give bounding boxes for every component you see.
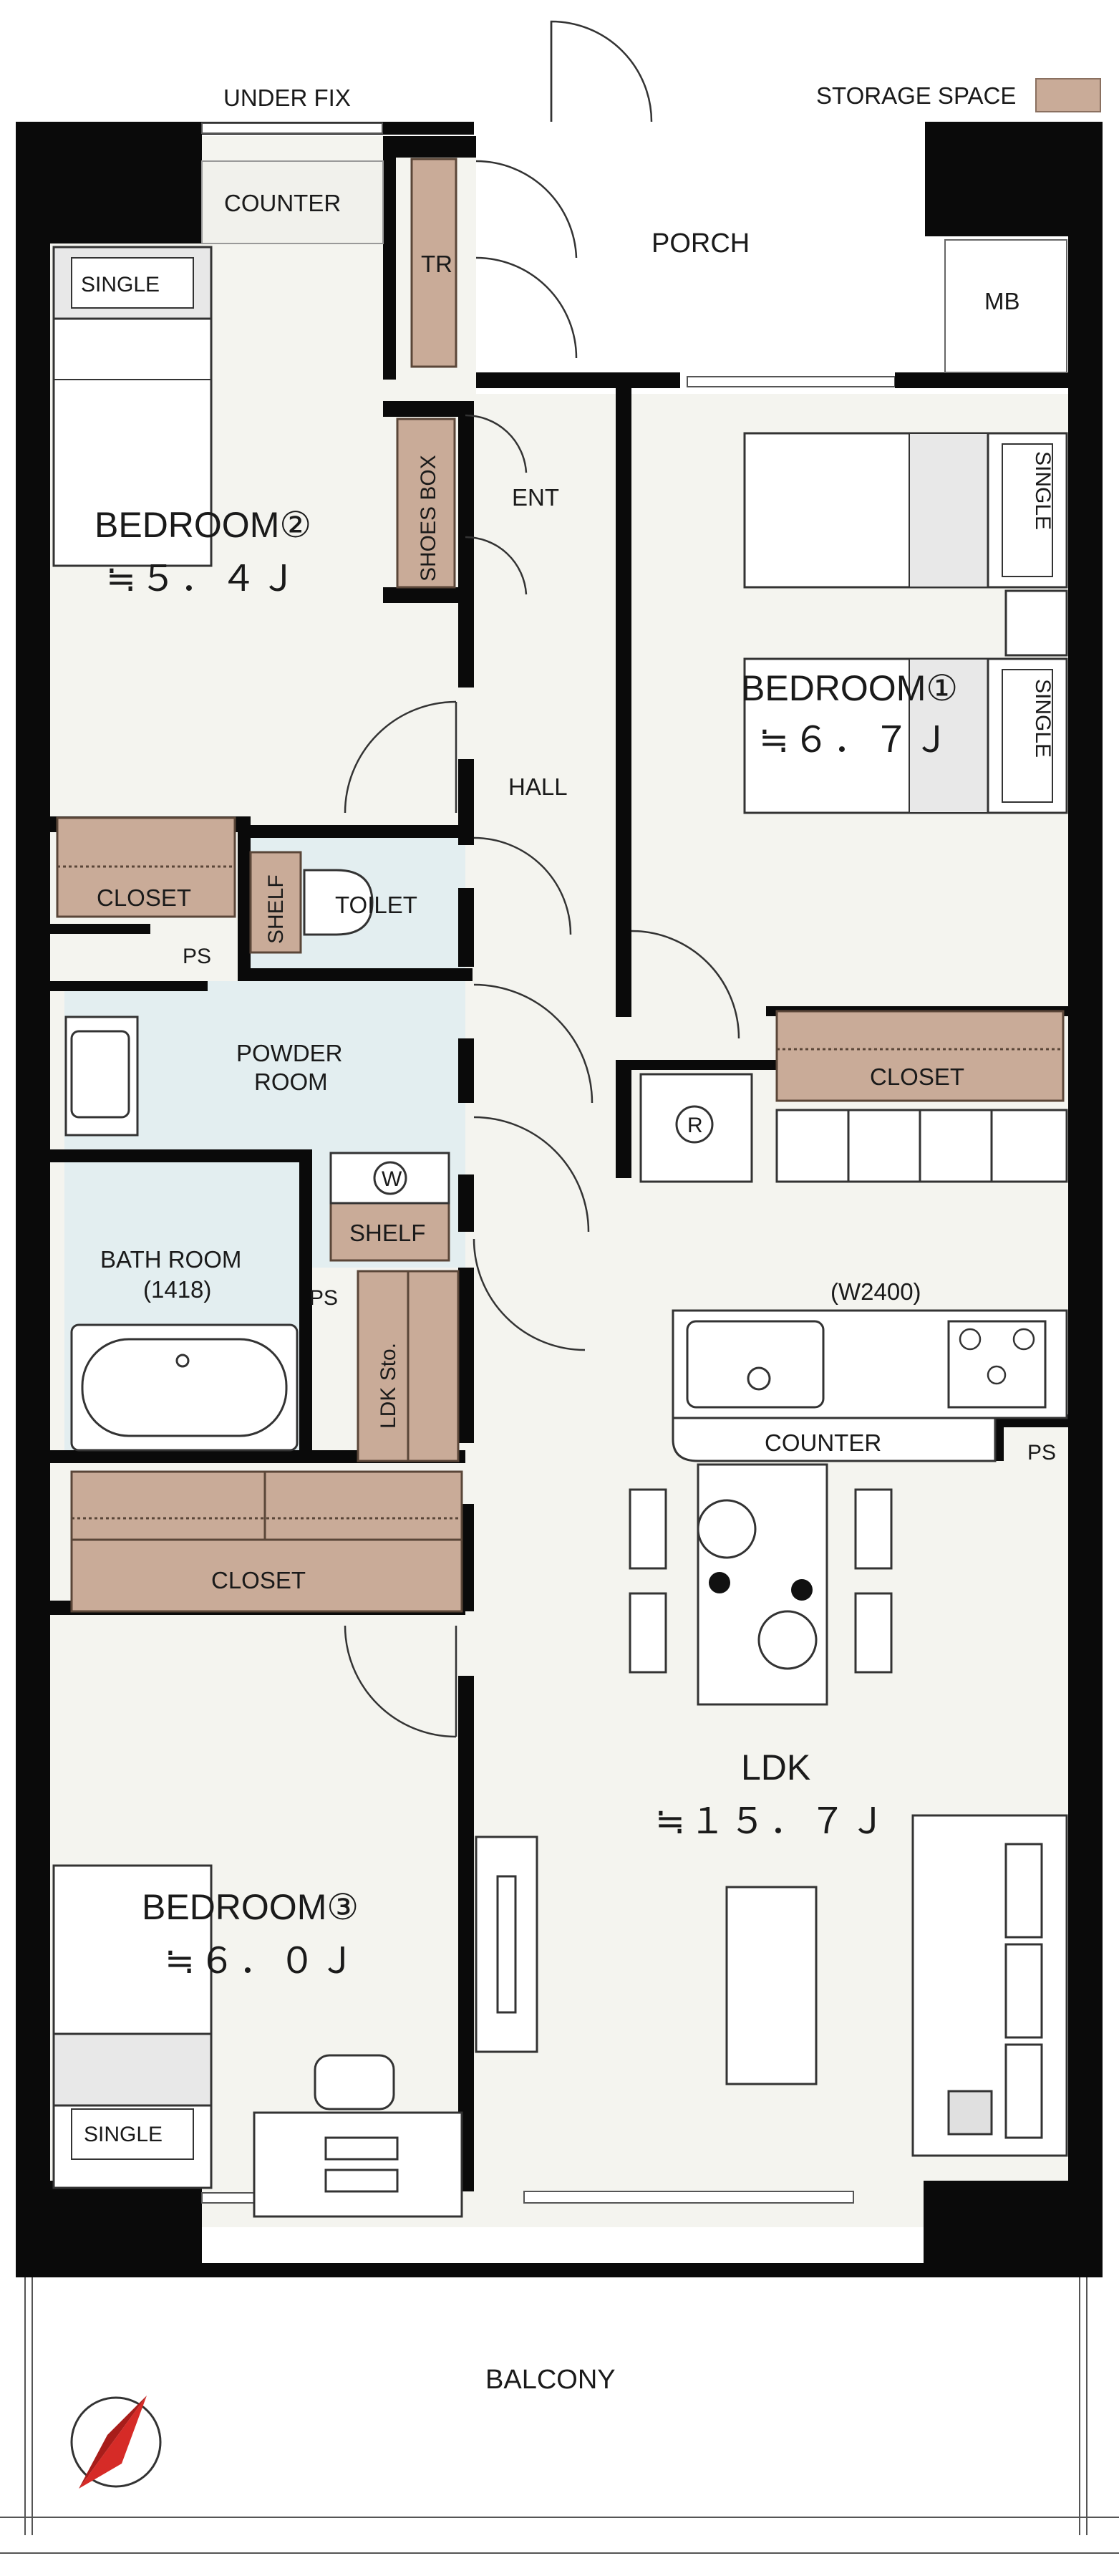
hall-label: HALL	[508, 773, 568, 800]
shelf-powder-label: SHELF	[349, 1220, 425, 1246]
closet-1-label: CLOSET	[870, 1063, 964, 1090]
nightstand	[1004, 589, 1068, 657]
washer-label: W	[382, 1167, 402, 1191]
top-counter	[201, 160, 384, 244]
stove-icon	[959, 1328, 1035, 1385]
door-swings	[344, 20, 740, 1738]
bed-3	[52, 1864, 213, 2189]
legend-label: STORAGE SPACE	[816, 82, 1016, 109]
fridge-icon	[639, 1073, 753, 1183]
closet-3	[70, 1470, 463, 1613]
bedroom-2-area: ≒５．４Ｊ	[106, 558, 301, 599]
tv-unit	[475, 1835, 538, 2053]
bedroom-1-name: BEDROOM①	[741, 668, 958, 708]
bath-room-size: (1418)	[143, 1276, 211, 1303]
ldk-name: LDK	[741, 1747, 810, 1788]
kitchen-counter-label: COUNTER	[765, 1429, 881, 1456]
bed-3-label: SINGLE	[84, 2123, 163, 2146]
powder-room-line-2: ROOM	[254, 1068, 328, 1095]
bath-room-label: BATH ROOM	[100, 1246, 241, 1273]
mb-box	[944, 239, 1067, 373]
shelf-toilet-storage	[249, 851, 302, 954]
balcony	[0, 2277, 1119, 2554]
bedroom-1-area: ≒６．７Ｊ	[759, 719, 954, 761]
toilet-bowl	[303, 869, 374, 936]
ps-left-label: PS	[183, 945, 211, 968]
tr-storage	[410, 158, 457, 368]
bed-2-label: SINGLE	[81, 273, 160, 296]
closet-2-label: CLOSET	[97, 884, 191, 911]
sofa	[911, 1814, 1068, 2157]
bedroom-2-name: BEDROOM②	[95, 505, 311, 545]
tr-label: TR	[421, 251, 452, 277]
bedroom-3-area: ≒６．０Ｊ	[165, 1940, 359, 1982]
bed-1a-label: SINGLE	[1031, 451, 1055, 530]
toilet-label: TOILET	[335, 892, 417, 918]
balcony-label: BALCONY	[485, 2365, 616, 2395]
powder-sink	[64, 1016, 139, 1137]
legend-swatch	[1035, 78, 1101, 112]
compass-icon	[70, 2396, 162, 2489]
powder-room-line-1: POWDER	[236, 1040, 343, 1066]
shelf-toilet-label: SHELF	[264, 874, 288, 944]
ent-label: ENT	[512, 484, 559, 511]
bed-1b	[743, 657, 1068, 814]
bed-2	[52, 246, 213, 567]
porch-label: PORCH	[651, 228, 750, 259]
closet-1	[775, 1010, 1065, 1102]
shoes-box-storage	[396, 418, 456, 589]
washer-icon	[329, 1152, 450, 1205]
outer-walls	[16, 122, 1103, 2277]
kitchen-counter-shape	[672, 1417, 997, 1462]
storage-dividers	[57, 865, 1063, 1541]
bedroom-3-name: BEDROOM③	[142, 1887, 359, 1927]
dining-cups	[709, 1572, 813, 1601]
under-fix-label: UNDER FIX	[223, 85, 351, 111]
kitchen-width-label: (W2400)	[830, 1278, 921, 1305]
bed-1a	[743, 432, 1068, 589]
ldk-storage-label: LDK Sto.	[377, 1343, 400, 1429]
ldk-area: ≒１５．７Ｊ	[655, 1800, 890, 1842]
mb-label: MB	[984, 288, 1020, 314]
ps-bath-label: PS	[309, 1286, 338, 1310]
kitchen-unit	[672, 1309, 1068, 1419]
shoes-box-label: SHOES BOX	[417, 455, 440, 582]
bathtub-icon	[70, 1323, 299, 1452]
ps-kitchen-label: PS	[1027, 1441, 1056, 1465]
upper-cabinets	[775, 1109, 1068, 1183]
low-table	[725, 1886, 818, 2085]
top-counter-label: COUNTER	[224, 190, 341, 216]
fridge-label: R	[687, 1114, 703, 1137]
closet-3-label: CLOSET	[211, 1567, 306, 1593]
bed-1b-label: SINGLE	[1031, 679, 1055, 758]
desk	[253, 2054, 463, 2218]
